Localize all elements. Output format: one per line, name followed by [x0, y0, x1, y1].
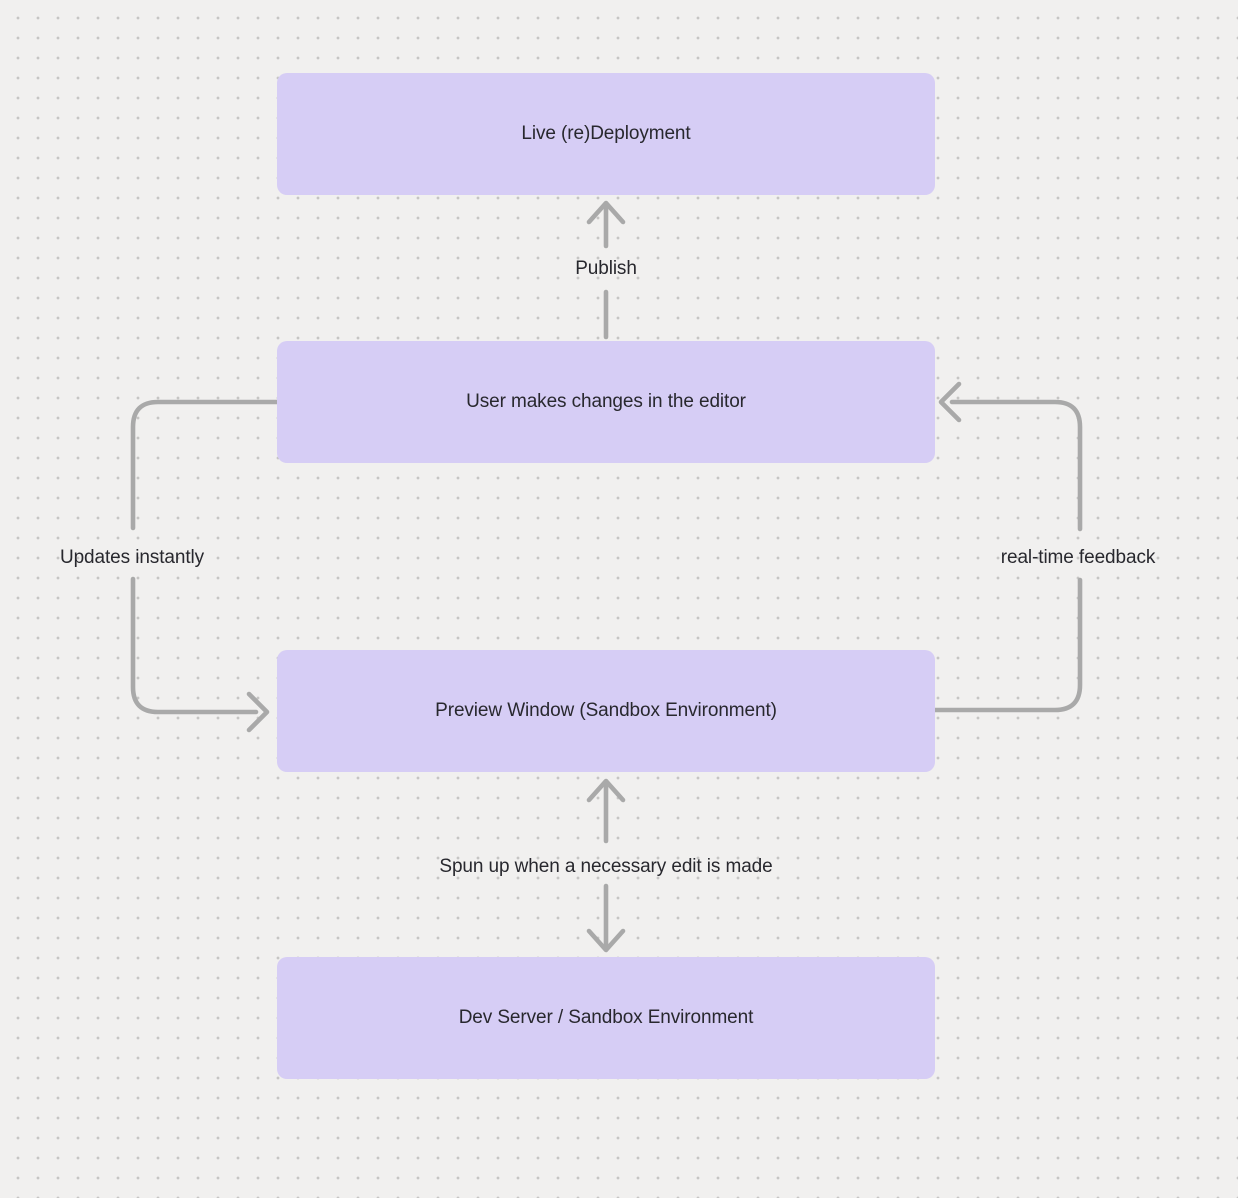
node-label: User makes changes in the editor — [466, 391, 746, 412]
node-label: Dev Server / Sandbox Environment — [458, 1007, 754, 1028]
arrowhead-left-icon — [938, 381, 962, 423]
node-live-redeployment[interactable]: Live (re)Deployment — [277, 73, 935, 195]
arrowhead-right-icon — [246, 691, 270, 733]
edge-label-spun-up: Spun up when a necessary edit is made — [439, 856, 773, 877]
arrowhead-up-icon — [586, 778, 626, 803]
edge-label-updates-instantly: Updates instantly — [59, 547, 205, 568]
edge-updates-lower — [130, 576, 259, 715]
edge-label-publish: Publish — [575, 258, 637, 279]
node-preview-window[interactable]: Preview Window (Sandbox Environment) — [277, 650, 935, 772]
edge-feedback-upper — [949, 399, 1083, 532]
edge-label-realtime-feedback: real-time feedback — [1000, 547, 1156, 568]
node-label: Live (re)Deployment — [521, 123, 691, 144]
arrowhead-up-icon — [586, 200, 626, 225]
edge-feedback-lower — [932, 577, 1083, 713]
node-editor-changes[interactable]: User makes changes in the editor — [277, 341, 935, 463]
node-dev-server[interactable]: Dev Server / Sandbox Environment — [277, 957, 935, 1079]
edge-updates-upper — [130, 399, 280, 531]
node-label: Preview Window (Sandbox Environment) — [435, 700, 777, 721]
arrowhead-down-icon — [586, 928, 626, 953]
